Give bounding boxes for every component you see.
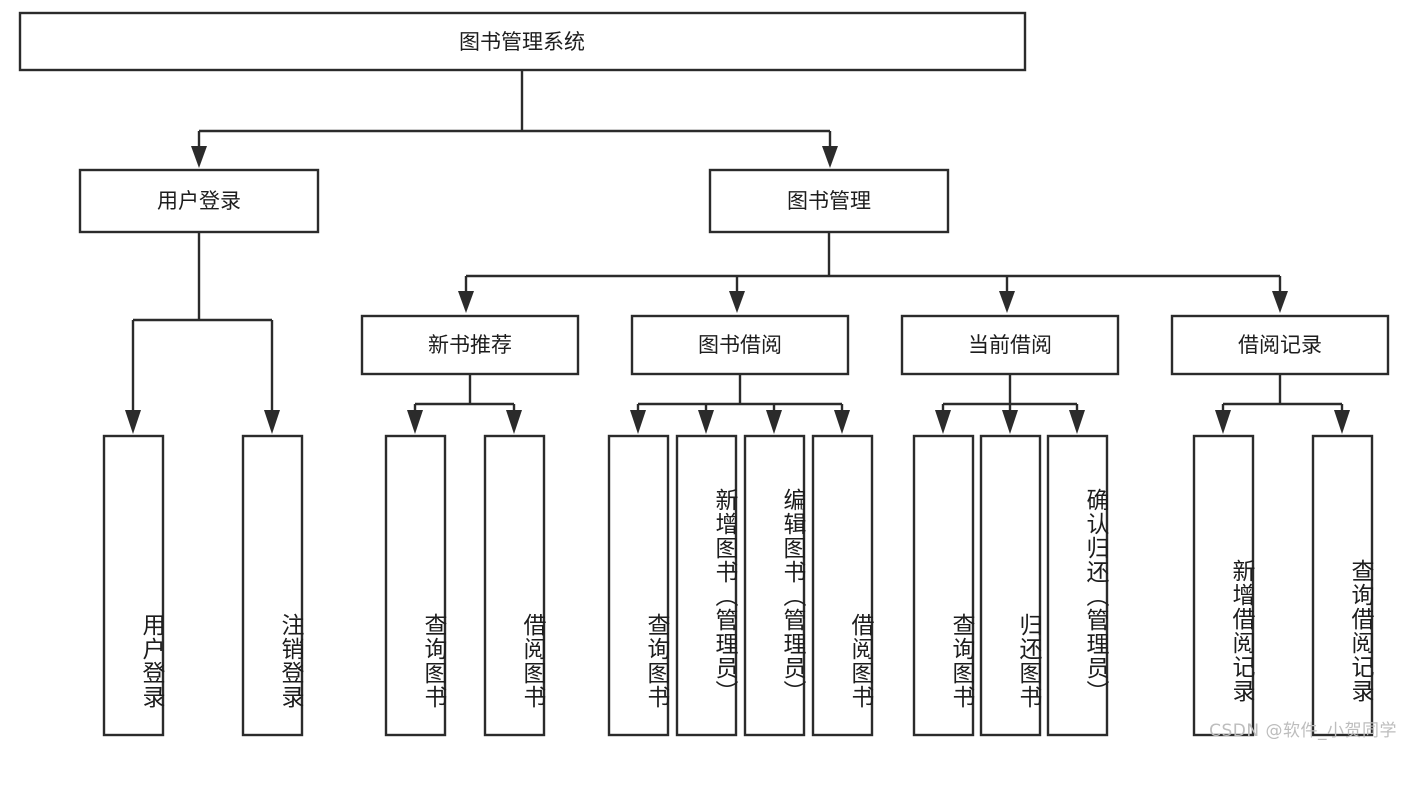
connector-userlogin-to-leaves [125,232,280,434]
node-new-book-recommend[interactable]: 新书推荐 [360,314,580,376]
root-label: 图书管理系统 [459,30,585,54]
node-current-borrow[interactable]: 当前借阅 [900,314,1120,376]
arrow-head-icon [729,291,745,313]
diagram-canvas: 图书管理系统 用户登录 图书管理 [18,11,1397,741]
node-borrow-record[interactable]: 借阅记录 [1170,314,1390,376]
arrow-head-icon [822,146,838,168]
arrow-head-icon [264,410,280,434]
leaf-box-borrow-book[interactable] [811,434,874,737]
leaf-box-query-borrow-record[interactable] [1311,434,1374,737]
connector-newbook-to-leaves [407,374,522,434]
arrow-head-icon [125,410,141,434]
user-login-label: 用户登录 [157,189,241,213]
connector-borrowrecord-to-leaves [1215,374,1350,434]
leaf-box-query-book-newrec[interactable] [384,434,447,737]
arrow-head-icon [1272,291,1288,313]
borrow-record-label: 借阅记录 [1238,333,1322,357]
current-borrow-label: 当前借阅 [968,333,1052,357]
node-book-management[interactable]: 图书管理 [708,168,950,234]
arrow-head-icon [407,410,423,434]
node-user-login[interactable]: 用户登录 [78,168,320,234]
leaf-box-add-book-admin[interactable] [675,434,738,737]
current-borrow-box[interactable] [900,314,1120,376]
leaf-box-borrow-book-newrec[interactable] [483,434,546,737]
arrow-head-icon [1069,410,1085,434]
leaf-box-confirm-return-admin[interactable] [1046,434,1109,737]
leaf-box-query-book-borrow[interactable] [607,434,670,737]
arrow-head-icon [935,410,951,434]
tree-diagram-svg: 图书管理系统 用户登录 图书管理 [18,11,1390,737]
book-borrow-label: 图书借阅 [698,333,782,357]
arrow-head-icon [458,291,474,313]
arrow-head-icon [506,410,522,434]
arrow-head-icon [630,410,646,434]
new-book-recommend-label: 新书推荐 [428,333,512,357]
arrow-head-icon [834,410,850,434]
arrow-head-icon [999,291,1015,313]
arrow-head-icon [1215,410,1231,434]
node-root[interactable]: 图书管理系统 [18,11,1027,72]
root-box[interactable] [18,11,1027,72]
arrow-head-icon [766,410,782,434]
leaf-box-user-login[interactable] [102,434,165,737]
leaf-box-return-book[interactable] [979,434,1042,737]
leaf-box-edit-book-admin[interactable] [743,434,806,737]
user-login-box[interactable] [78,168,320,234]
connector-root-to-level2 [191,70,838,168]
book-management-label: 图书管理 [787,189,871,213]
new-book-recommend-box[interactable] [360,314,580,376]
leaf-box-logout-login[interactable] [241,434,304,737]
node-book-borrow[interactable]: 图书借阅 [630,314,850,376]
connector-currentborrow-to-leaves [935,374,1085,434]
arrow-head-icon [191,146,207,168]
leaf-box-query-book-current[interactable] [912,434,975,737]
csdn-watermark: CSDN @软件_小贺同学 [1209,721,1397,741]
arrow-head-icon [1334,410,1350,434]
arrow-head-icon [1002,410,1018,434]
arrow-head-icon [698,410,714,434]
leaf-box-add-borrow-record[interactable] [1192,434,1255,737]
connector-bookmgmt-to-level3 [458,232,1288,313]
connector-bookborrow-to-leaves [630,374,850,434]
